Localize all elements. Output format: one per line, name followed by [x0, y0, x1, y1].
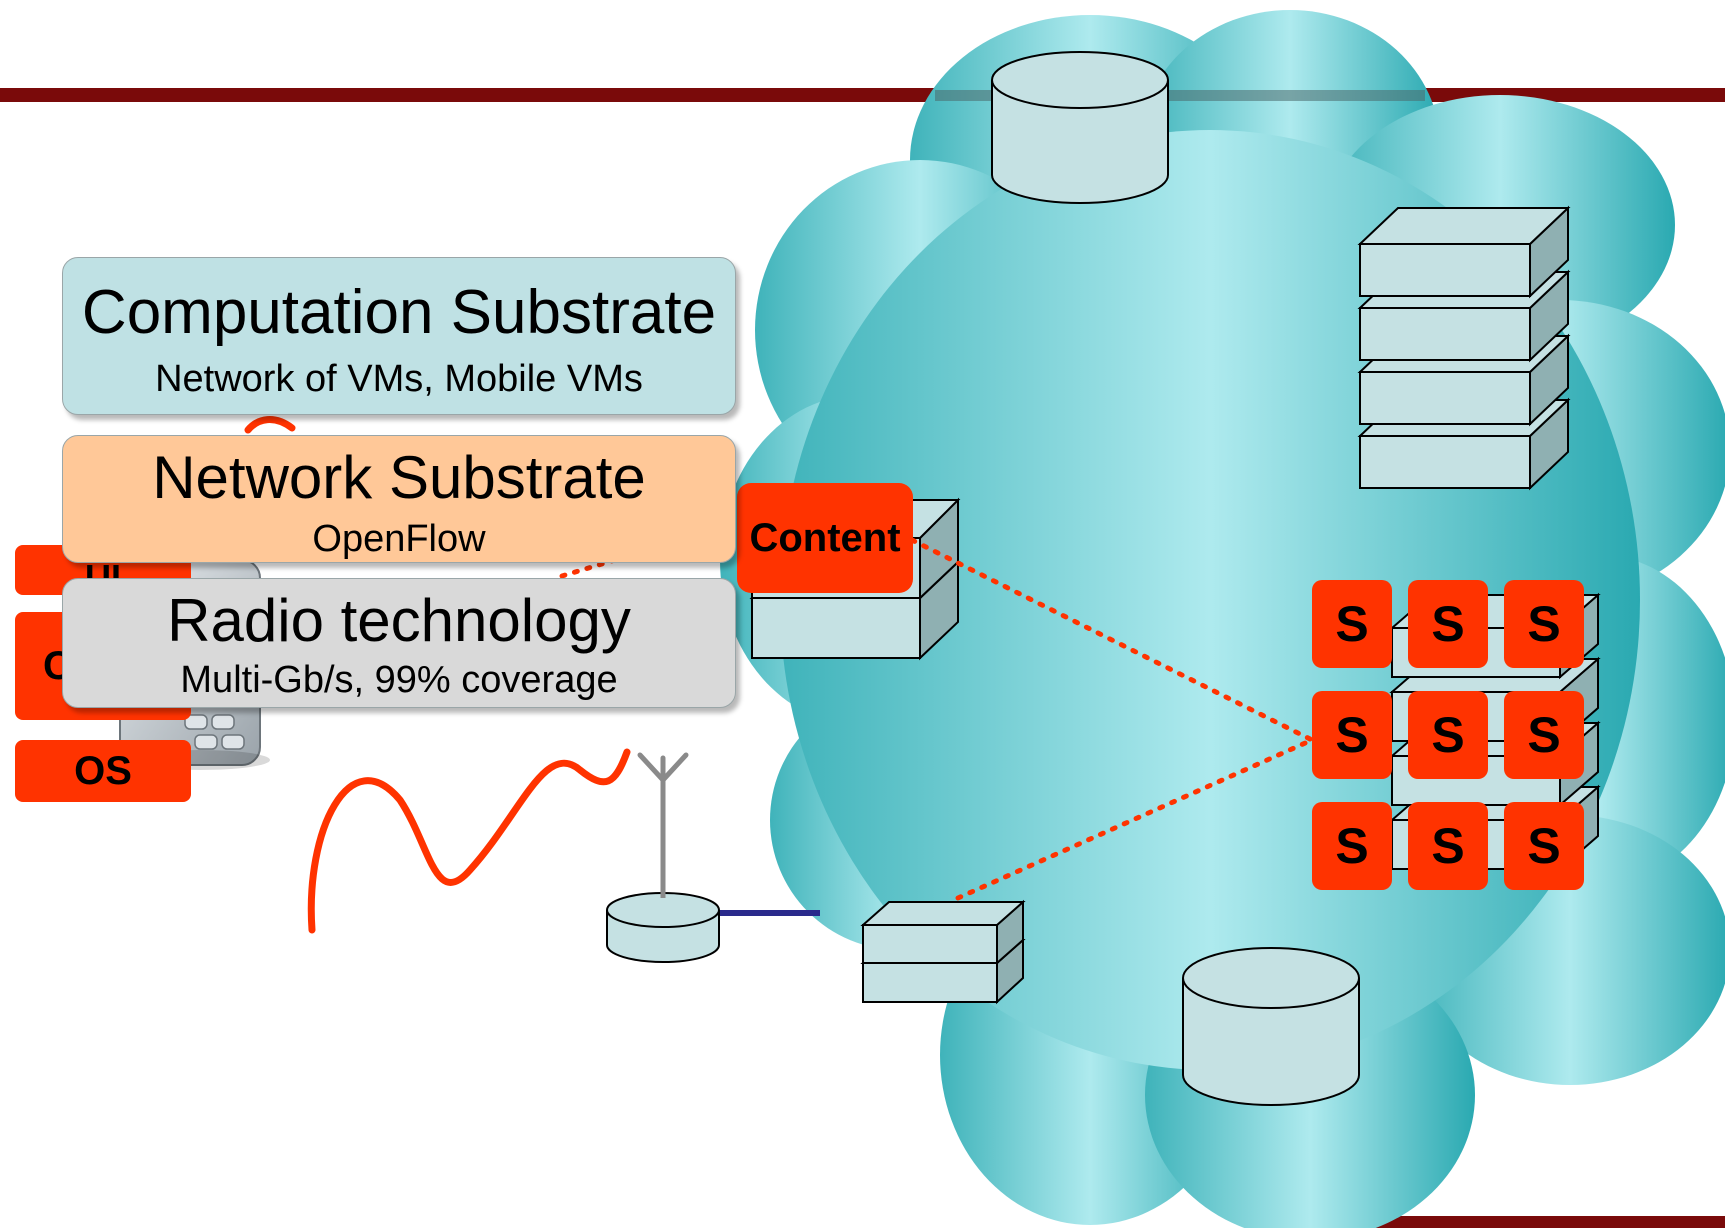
accent-bar-shadow — [935, 90, 1425, 101]
database-icon — [1182, 947, 1360, 1106]
service-tag: S — [1504, 691, 1584, 779]
computation-substrate-title: Computation Substrate — [81, 278, 717, 347]
content-tag-label: Content — [749, 516, 901, 560]
os-tag-label: OS — [74, 749, 132, 793]
service-tag: S — [1408, 580, 1488, 668]
service-tag: S — [1408, 691, 1488, 779]
service-tag: S — [1312, 580, 1392, 668]
radio-technology-title: Radio technology — [167, 587, 631, 654]
service-tag: S — [1408, 802, 1488, 890]
service-tag: S — [1504, 580, 1584, 668]
content-tag: Content — [737, 483, 913, 593]
radio-technology-subtitle: Multi-Gb/s, 99% coverage — [180, 659, 618, 701]
service-tag: S — [1504, 802, 1584, 890]
bottom-accent-bar — [1315, 1216, 1725, 1228]
computation-substrate-panel: Computation Substrate Network of VMs, Mo… — [62, 257, 736, 415]
server-stack-icon — [860, 899, 1026, 1005]
service-tag: S — [1312, 691, 1392, 779]
network-substrate-panel: Network Substrate OpenFlow — [62, 435, 736, 563]
database-icon — [991, 51, 1169, 204]
service-tag: S — [1312, 802, 1392, 890]
computation-substrate-subtitle: Network of VMs, Mobile VMs — [155, 358, 643, 400]
radio-wave-icon — [244, 416, 296, 434]
os-tag: OS — [15, 740, 191, 802]
network-substrate-subtitle: OpenFlow — [312, 518, 486, 560]
base-station-icon — [606, 892, 720, 963]
network-substrate-title: Network Substrate — [152, 444, 646, 511]
radio-technology-panel: Radio technology Multi-Gb/s, 99% coverag… — [62, 578, 736, 708]
server-stack-icon — [1357, 205, 1571, 491]
radio-wave-icon — [307, 748, 631, 934]
